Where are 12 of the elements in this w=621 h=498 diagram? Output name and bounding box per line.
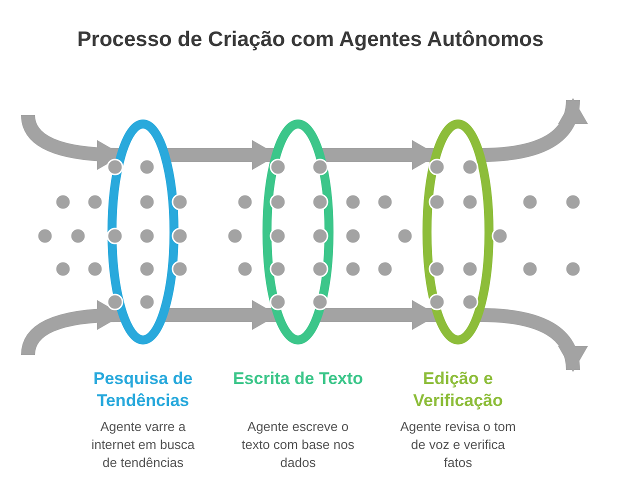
stage-heading: Pesquisa de Tendências bbox=[92, 368, 194, 412]
arrow bbox=[480, 98, 586, 162]
stage-description: Agente varre a internet em busca de tendências bbox=[90, 418, 196, 472]
diagram-title: Processo de Criação com Agentes Autônomos bbox=[76, 28, 545, 52]
arrow bbox=[165, 300, 278, 330]
stage-description: Agente revisa o tom de voz e verifica fatos bbox=[399, 418, 517, 472]
stage-heading: Edição e Verificação bbox=[412, 368, 504, 412]
arrow bbox=[480, 308, 586, 372]
stage-heading: Escrita de Texto bbox=[232, 368, 364, 390]
stage-description: Agente escreve o texto com base nos dados bbox=[240, 418, 356, 472]
arrow bbox=[21, 300, 123, 356]
arrow bbox=[320, 300, 438, 330]
